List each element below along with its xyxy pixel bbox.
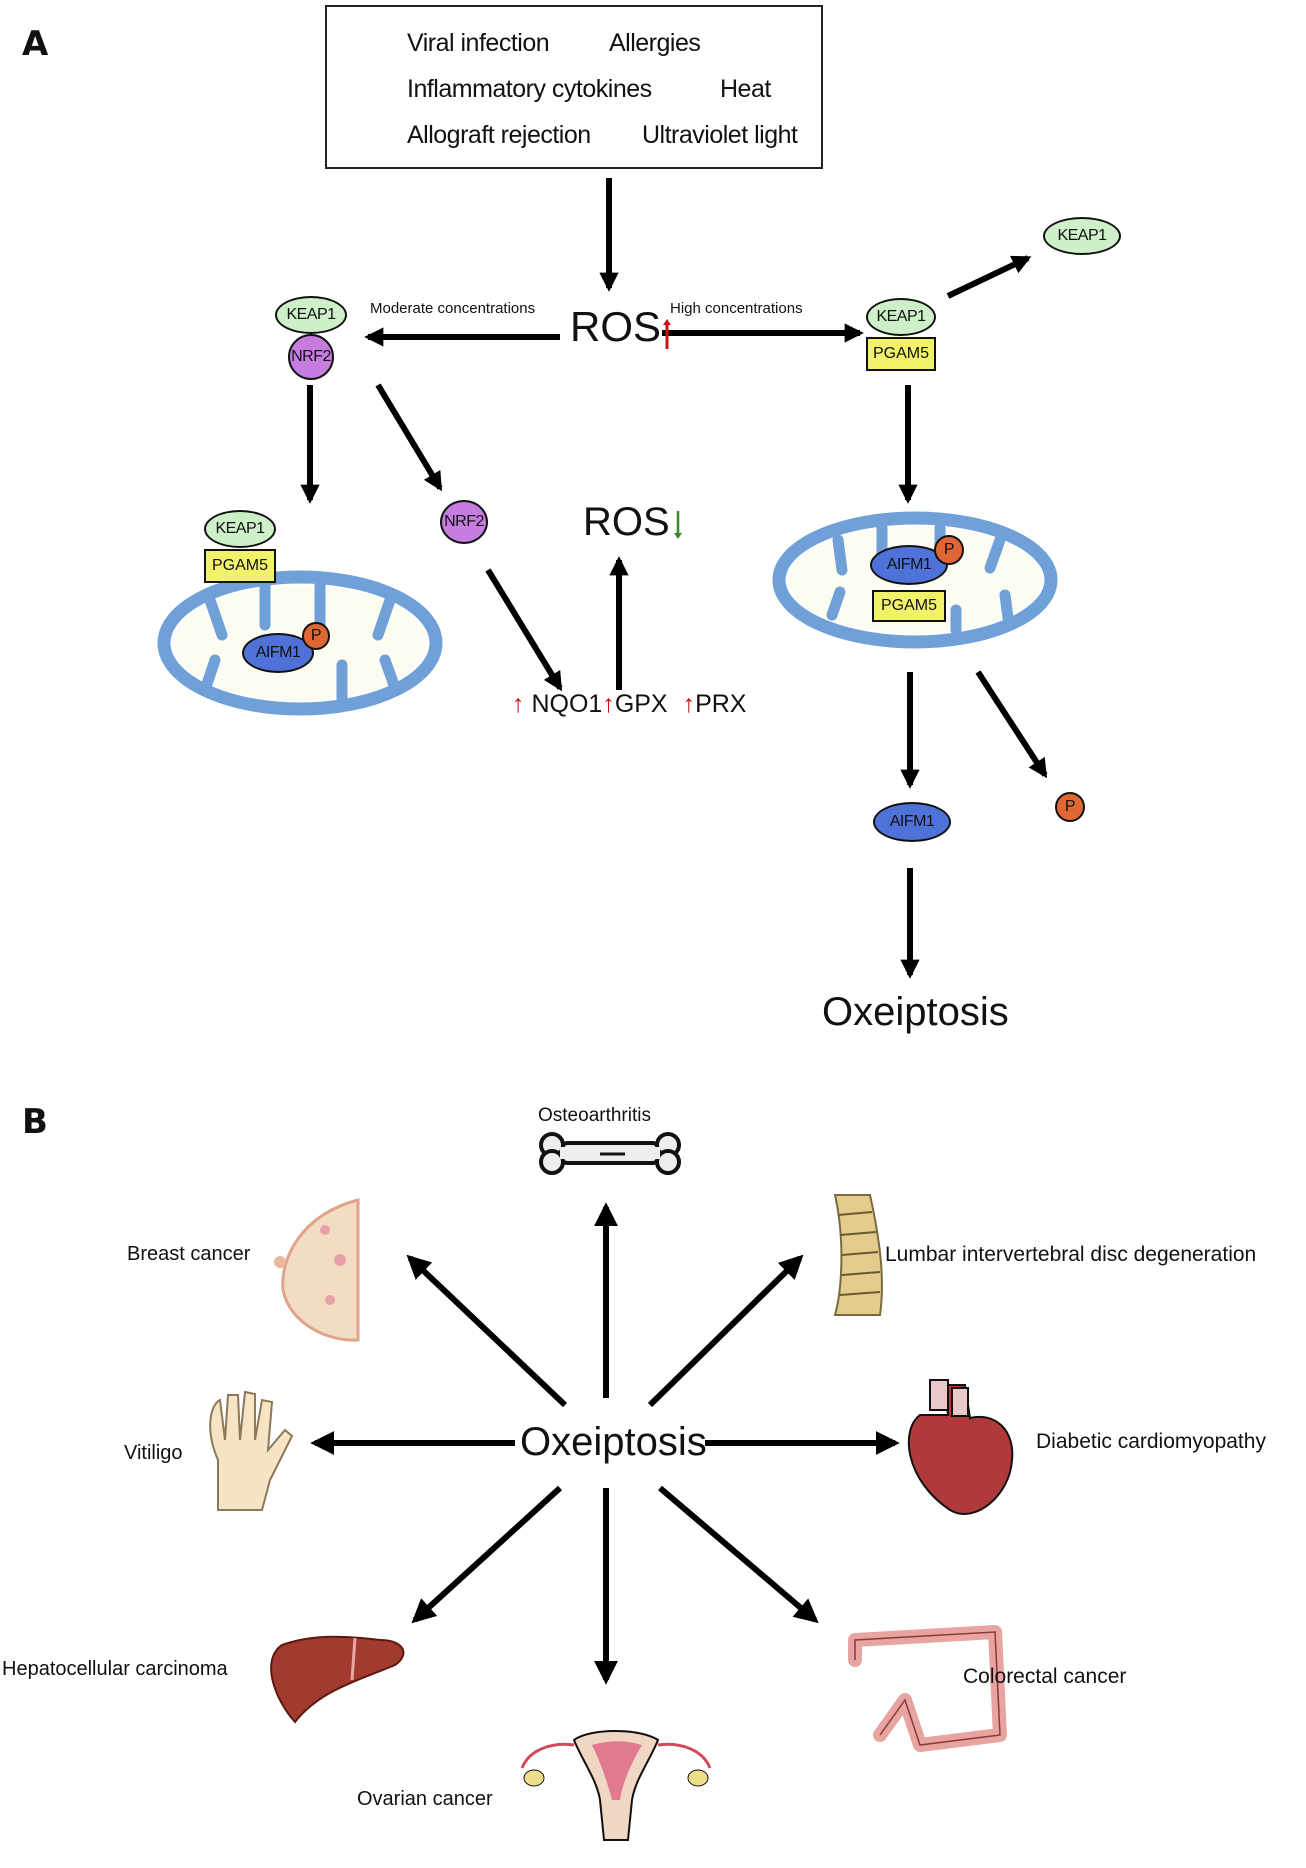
stimuli-box: Viral infection Allergies Inflammatory c…: [325, 5, 823, 169]
phosphate-mito-right: P: [934, 535, 964, 565]
keap1-released: KEAP1: [1043, 217, 1121, 255]
stimulus-cytokines: Inflammatory cytokines: [407, 75, 652, 103]
label-colorectal: Colorectal cancer: [963, 1665, 1127, 1688]
arrow-nrf2-to-targets: [485, 568, 563, 692]
ros-up-label: ROS: [570, 303, 672, 351]
arrow-to-colorectal: [658, 1485, 819, 1624]
stimulus-allograft: Allograft rejection: [407, 121, 591, 149]
hand-icon: [209, 1390, 294, 1511]
arrow-to-lumbar: [647, 1254, 804, 1408]
pgam5-mito-right: PGAM5: [872, 590, 946, 622]
panel-b-label: B: [22, 1102, 48, 1142]
nrf2-left: NRF2: [288, 334, 334, 380]
up-arrow-icon: ↑: [602, 690, 615, 718]
arrow-nrf2-release: [375, 383, 443, 492]
liver-icon: [270, 1635, 405, 1724]
breast-icon: [274, 1198, 360, 1342]
spine-icon: [833, 1194, 883, 1316]
mitochondrion-left-icon: [157, 570, 443, 716]
colon-icon: [848, 1625, 1007, 1752]
label-osteoarthritis: Osteoarthritis: [538, 1105, 651, 1126]
stimulus-uv: Ultraviolet light: [642, 121, 798, 149]
up-arrow-icon: ↑: [682, 690, 696, 718]
target-prx: PRX: [695, 690, 747, 718]
aifm1-mito-right: AIFM1: [870, 545, 948, 585]
stimulus-heat: Heat: [720, 75, 771, 103]
phosphate-mito-left: P: [302, 622, 330, 650]
label-hcc: Hepatocellular carcinoma: [2, 1658, 228, 1680]
aifm1-released: AIFM1: [873, 802, 951, 842]
down-arrow-icon: [670, 505, 682, 539]
pgam5-right: PGAM5: [866, 337, 936, 371]
arrow-to-hcc: [411, 1485, 563, 1624]
nrf2-released: NRF2: [440, 500, 488, 544]
bone-icon: [539, 1132, 681, 1175]
uterus-icon: [520, 1730, 712, 1841]
label-ovarian: Ovarian cancer: [357, 1788, 493, 1810]
panel-a-label: A: [22, 24, 49, 64]
heart-icon: [907, 1379, 1014, 1515]
label-vitiligo: Vitiligo: [124, 1442, 183, 1464]
ros-down-text: ROS: [583, 500, 670, 544]
arrow-mito-to-p: [975, 670, 1048, 779]
pgam5-mito-left: PGAM5: [204, 549, 276, 583]
label-lumbar: Lumbar intervertebral disc degeneration: [885, 1243, 1257, 1266]
moderate-concentrations-label: Moderate concentrations: [370, 300, 536, 317]
oxeiptosis-outcome: Oxeiptosis: [822, 990, 1009, 1034]
target-genes: ↑ NQO1↑GPX ↑PRX: [512, 690, 746, 719]
oxeiptosis-center: Oxeiptosis: [520, 1420, 707, 1464]
label-breast-cancer: Breast cancer: [127, 1243, 251, 1265]
label-diabetic: Diabetic cardiomyopathy: [1036, 1430, 1266, 1453]
arrow-keap1-release: [946, 255, 1032, 299]
ros-down-label: ROS: [583, 500, 682, 545]
keap1-left: KEAP1: [275, 296, 347, 334]
phosphate-released: P: [1055, 792, 1085, 822]
keap1-right: KEAP1: [866, 298, 936, 336]
keap1-mito-left: KEAP1: [204, 510, 276, 548]
target-gpx: GPX: [614, 690, 668, 718]
target-nqo1: NQO1: [531, 690, 603, 718]
arrow-to-breast: [406, 1254, 568, 1408]
up-arrow-icon: ↑: [512, 690, 525, 718]
stimulus-allergies: Allergies: [609, 29, 701, 57]
stimulus-viral: Viral infection: [407, 29, 550, 57]
up-arrow-icon: [661, 309, 672, 349]
high-concentrations-label: High concentrations: [670, 300, 803, 317]
ros-up-text: ROS: [570, 303, 662, 350]
